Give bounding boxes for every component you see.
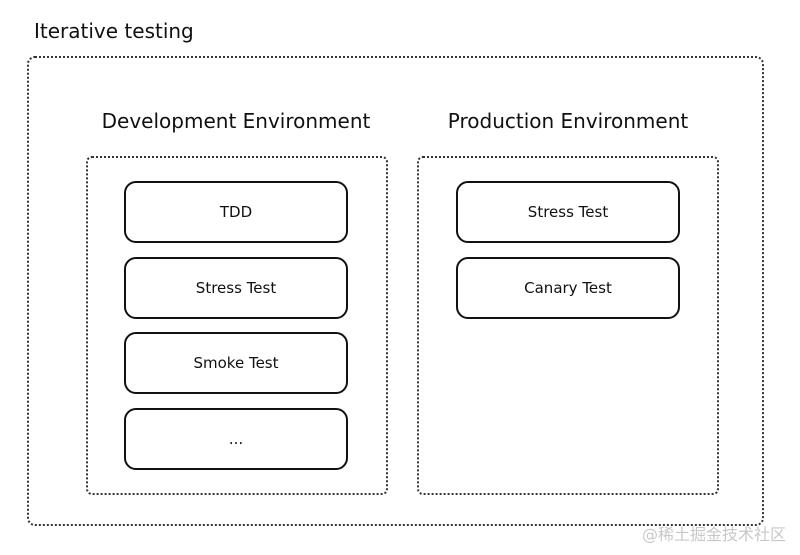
prod-stress-test-box: Stress Test: [456, 181, 680, 243]
production-environment-box: [417, 156, 719, 495]
tdd-box: TDD: [124, 181, 348, 243]
development-environment-box: [86, 156, 388, 495]
watermark: @稀土掘金技术社区: [641, 525, 786, 544]
smoke-test-box: Smoke Test: [124, 332, 348, 394]
ellipsis-box: ...: [124, 408, 348, 470]
iterative-testing-container: [27, 56, 764, 526]
production-environment-title: Production Environment: [447, 109, 689, 133]
development-environment-title: Development Environment: [101, 109, 371, 133]
canary-test-box: Canary Test: [456, 257, 680, 319]
diagram-title: Iterative testing: [34, 19, 194, 43]
dev-stress-test-box: Stress Test: [124, 257, 348, 319]
